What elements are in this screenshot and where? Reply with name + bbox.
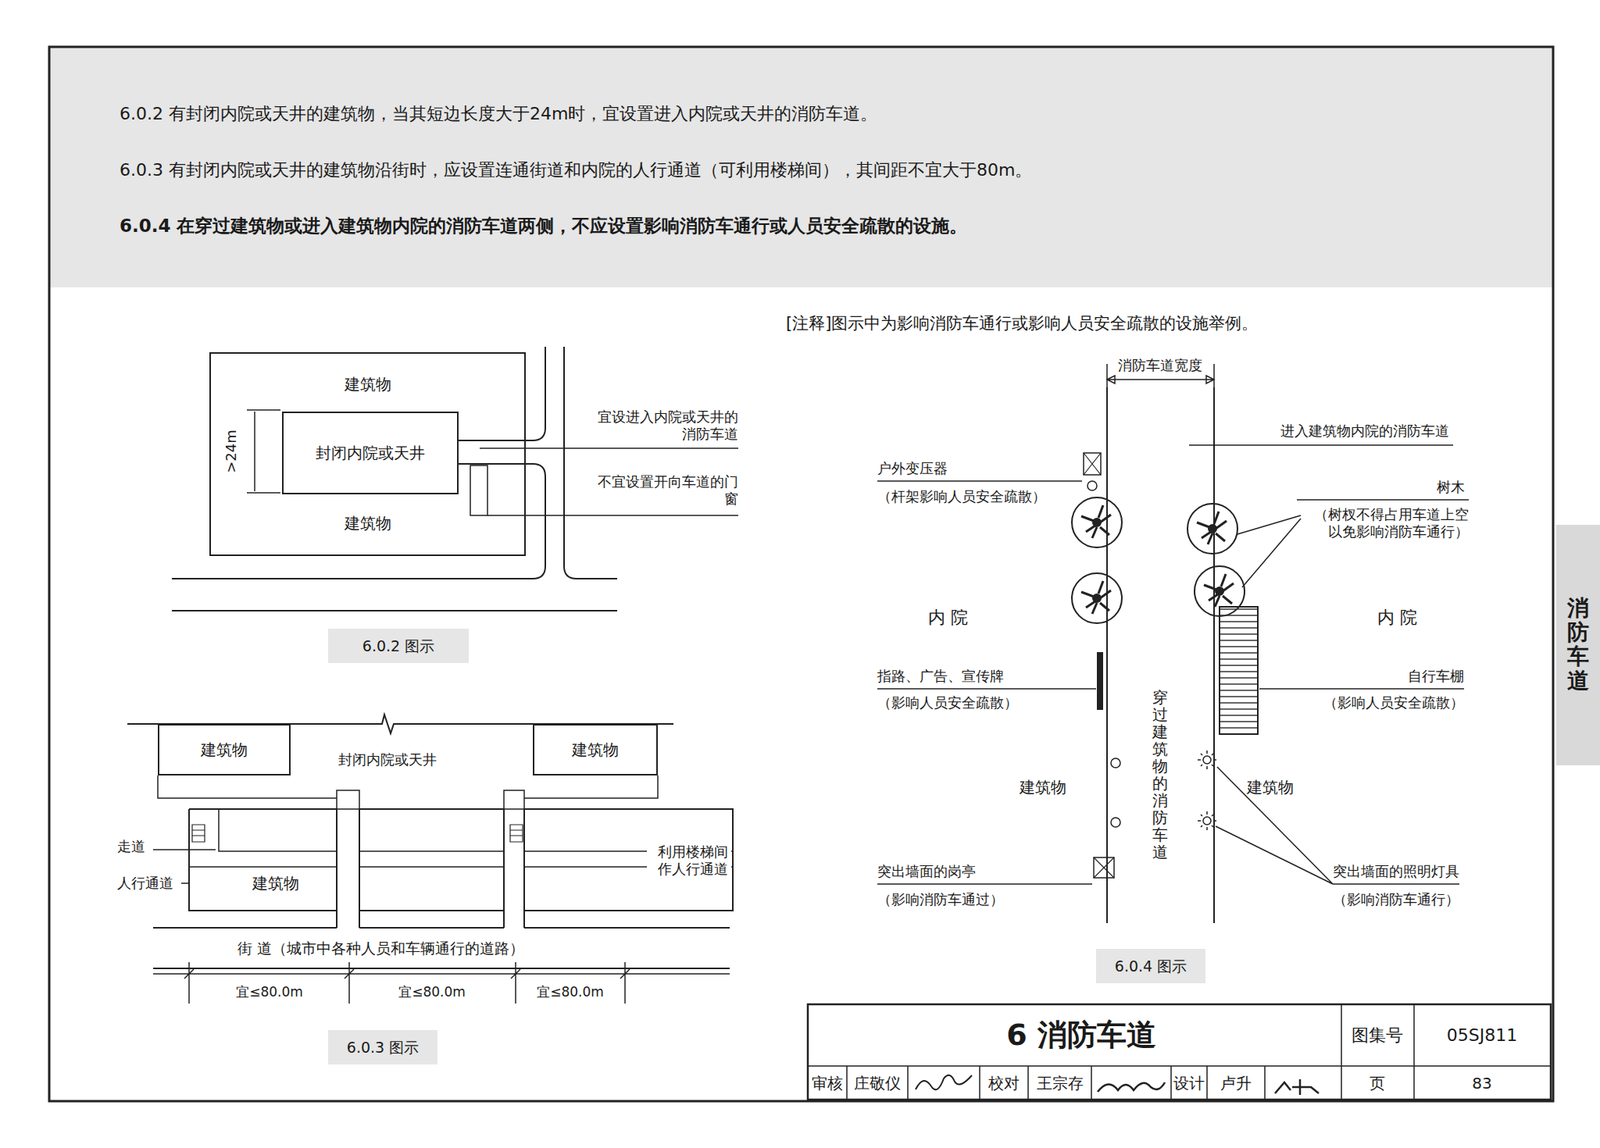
annotation-label: 封闭内院或天井 [338,751,437,769]
figure-caption: 6.0.2 图示 [362,637,435,656]
annotation-label: 内 院 [1377,607,1418,629]
annotation-label: （影响消防车通过） [877,891,1004,909]
node-text: 封闭内院或天井 [315,442,425,465]
annotation-label: 利用楼梯间作人行通道 [646,843,732,878]
annotation-label: 宜≤80.0m [398,984,466,1000]
figure-caption: 6.0.4 图示 [1114,957,1187,976]
annotation-label: 校对 [988,1074,1020,1093]
building-box: 建筑物 [157,724,291,776]
node-text: 建筑物 [252,873,300,895]
courtyard-box: 封闭内院或天井 [282,411,459,495]
annotation-label: 穿过建筑物的消防车道 [1152,689,1168,861]
annotation-label: 卢升 [1220,1074,1252,1093]
clause-text: 6.0.3 有封闭内院或天井的建筑物沿街时，应设置连通街道和内院的人行通道（可利… [119,160,1033,181]
annotation-label: （树杈不得占用车道上空以免影响消防车通行） [1300,506,1469,540]
annotation-label: 突出墙面的岗亭 [877,863,976,881]
annotation-label: 进入建筑物内院的消防车道 [1280,422,1450,440]
annotation-label: 王宗存 [1036,1074,1084,1093]
annotation-label: 走道 [117,838,146,856]
annotation-label: 树木 [1436,478,1465,497]
annotation-label: 建筑物 [1246,778,1294,797]
node-text: 建筑物 [344,513,392,535]
annotation-label: 街 道（城市中各种人员和车辆通行的道路） [234,939,528,958]
annotation-label: 人行通道 [117,875,174,893]
annotation-label: 不宜设置开向车道的门窗 [597,473,739,508]
building-outline: 建筑物建筑物封闭内院或天井 [209,352,526,557]
annotation-label: >24m [222,429,240,474]
annotation-label: （影响人员安全疏散） [1323,694,1465,712]
annotation-label: 突出墙面的照明灯具 [1332,863,1460,881]
annotation-label: 宜≤80.0m [235,984,304,1000]
annotation-label: （杆架影响人员安全疏散） [877,488,1047,506]
annotation-label: （影响消防车通行） [1332,891,1460,909]
building-box: 建筑物 [532,724,658,776]
clause-text: 6.0.2 有封闭内院或天井的建筑物，当其短边长度大于24m时，宜设置进入内院或… [119,103,878,125]
annotation-label: 页 [1369,1074,1386,1093]
annotation-label: 设计 [1173,1074,1205,1093]
annotation-label: 内 院 [928,607,968,629]
clause-text: 6.0.4 在穿过建筑物或进入建筑物内院的消防车道两侧，不应设置影响消防车通行或… [119,215,968,238]
side-tab: 消防车道 [1556,525,1600,766]
annotation-label: 指路、广告、宣传牌 [877,667,1004,686]
node-text: 建筑物 [200,739,248,761]
annotation-label: 庄敬仪 [853,1074,901,1093]
annotation-label: 图集号 [1351,1025,1404,1047]
annotation-label: （影响人员安全疏散） [877,694,1018,712]
annotation-label: 自行车棚 [1407,667,1465,686]
annotation-label: 消防车道宽度 [1117,357,1203,375]
node-text: 消防车道 [1567,596,1590,693]
node-text: 建筑物 [344,374,392,396]
node-text: 建筑物 [571,739,619,761]
annotation-label: 宜设进入内院或天井的消防车道 [597,408,739,443]
annotation-label: 审核 [811,1074,843,1093]
annotation-label: 建筑物 [1019,778,1067,797]
annotation-label: 户外变压器 [877,460,948,478]
figure-caption: 6.0.3 图示 [346,1039,419,1058]
annotation-label: 6 消防车道 [1006,1017,1157,1054]
annotation-label: 83 [1471,1074,1492,1093]
clause-text: [注释]图示中为影响消防车通行或影响人员安全疏散的设施举例。 [785,314,1258,334]
annotation-label: 05SJ811 [1446,1025,1518,1047]
annotation-label: 宜≤80.0m [536,984,604,1000]
